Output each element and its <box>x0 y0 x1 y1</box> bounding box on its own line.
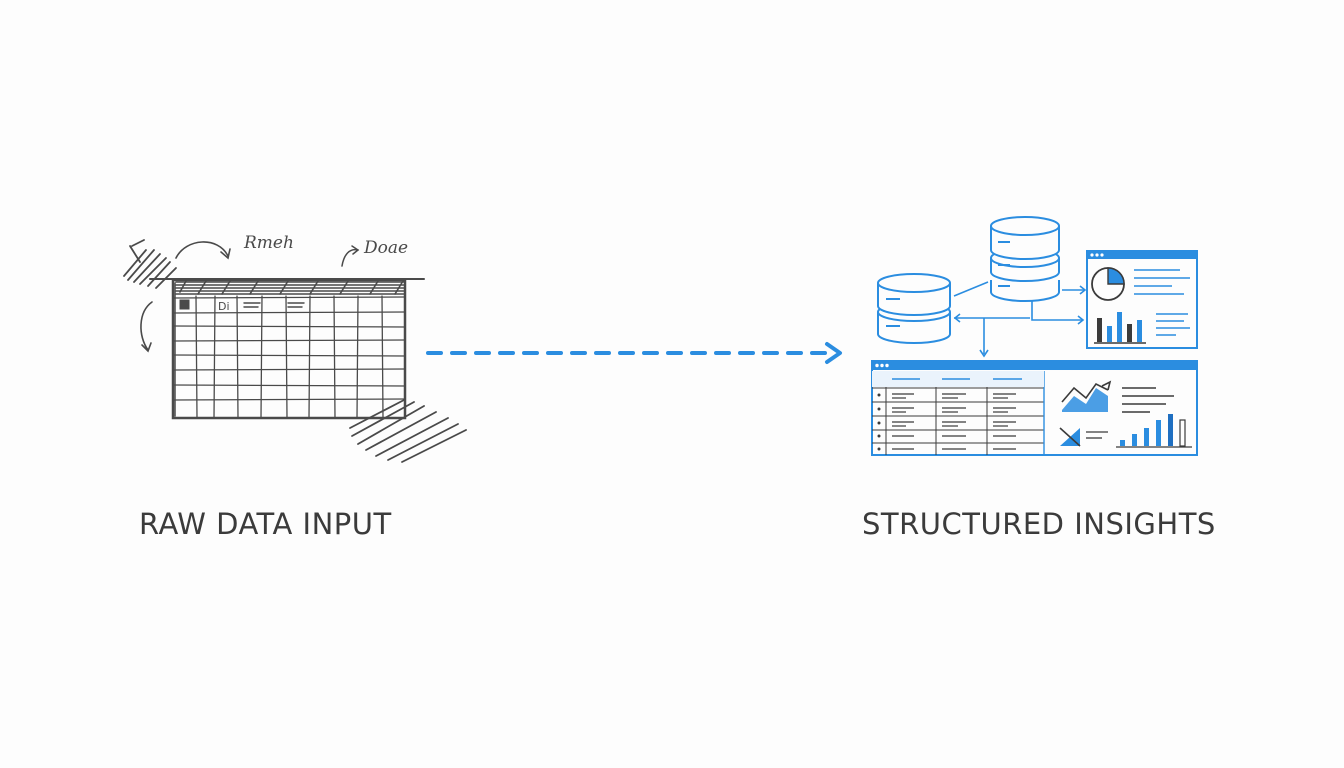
database-icon-center <box>990 216 1060 302</box>
raw-spreadsheet-sketch <box>123 239 467 463</box>
sketch-header-cell: Di <box>218 300 230 313</box>
raw-data-input-caption: RAW DATA INPUT <box>139 507 392 541</box>
sketch-header-band <box>175 280 405 295</box>
sketch-curved-arrow-top <box>175 241 229 259</box>
structured-insights-caption: STRUCTURED INSIGHTS <box>862 507 1216 541</box>
flow-arrow-head-icon <box>825 342 842 364</box>
sketch-hatch-top-left <box>123 239 177 289</box>
sketch-hatch-bottom-right <box>349 399 467 463</box>
sketch-note-1: Rmeh <box>243 233 294 253</box>
sketch-note-2: Doae <box>363 238 408 258</box>
line-chart-icon <box>1061 380 1112 412</box>
sketch-grid-cols <box>195 295 384 419</box>
shape-icon <box>1059 427 1081 447</box>
bar-chart-icon <box>1094 312 1146 344</box>
sketch-curved-arrow-left <box>140 301 153 351</box>
data-connectors <box>953 281 1087 358</box>
structured-insights-illustration <box>871 216 1198 456</box>
dashboard-panel-large <box>871 360 1198 456</box>
pie-chart-icon <box>1091 267 1125 301</box>
sketch-grid-rows <box>173 296 406 401</box>
flow-arrow <box>426 342 842 364</box>
database-icon-left <box>877 273 951 344</box>
sketch-curved-arrow-right <box>341 248 359 267</box>
bar-chart-icon-large <box>1116 414 1192 448</box>
dashboard-panel-small <box>1086 250 1198 349</box>
